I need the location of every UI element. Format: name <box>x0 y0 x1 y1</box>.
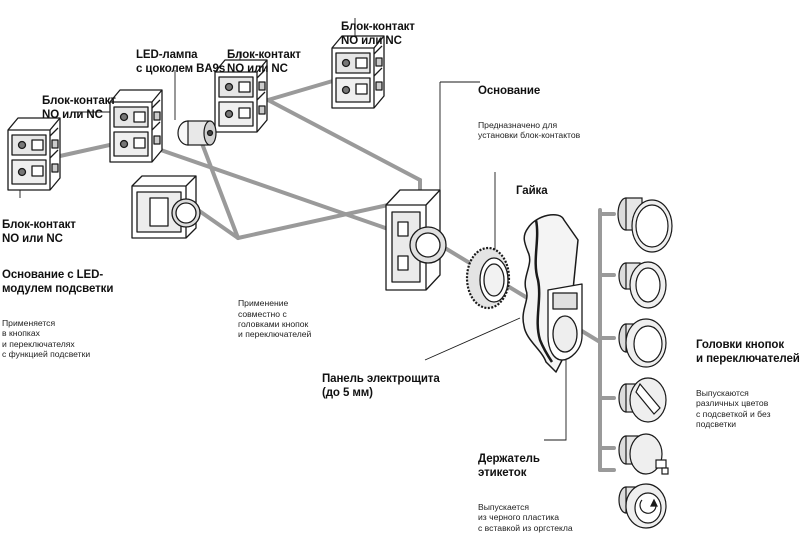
led-lamp-icon <box>177 120 217 146</box>
label-block-contact-left-top: Блок-контакт NO или NC <box>42 95 116 121</box>
flat-button-icon <box>618 318 667 368</box>
label-nut: Гайка <box>516 185 548 198</box>
round-button-icon <box>618 261 667 309</box>
emergency-stop-icon <box>618 483 667 529</box>
selector-switch-icon <box>618 377 667 423</box>
label-label-holder-desc: Выпускается из черного пластика с вставк… <box>478 501 573 533</box>
nut-icon <box>465 246 511 310</box>
label-base-title: Основание <box>478 85 541 98</box>
label-block-contact-top: Блок-контакт NO или NC <box>341 21 415 47</box>
label-led-lamp: LED-лампа с цоколем BA9s <box>136 49 226 75</box>
label-panel: Панель электрощита (до 5 мм) <box>322 373 440 399</box>
led-module-base-icon <box>131 175 201 239</box>
label-led-base-desc: Применяется в кнопках и переключателях с… <box>2 317 91 359</box>
label-heads-title: Головки кнопок и переключателей <box>696 339 800 365</box>
label-heads-desc: Выпускаются различных цветов с подсветко… <box>696 387 771 429</box>
mounting-base-icon <box>385 189 447 291</box>
label-holder-icon <box>547 283 583 361</box>
label-block-contact-left: Блок-контакт NO или NC <box>2 219 76 245</box>
contact-block-icon <box>109 89 163 163</box>
connector-lines <box>58 78 616 472</box>
label-block-contact-mid: Блок-контакт NO или NC <box>227 49 301 75</box>
label-label-holder-title: Держатель этикеток <box>478 453 540 479</box>
assembly-diagram <box>7 18 673 529</box>
label-led-base-title: Основание с LED- модулем подсветки <box>2 269 114 295</box>
key-switch-icon <box>618 433 669 475</box>
label-compatibility-desc: Применение совместно с головками кнопок … <box>238 298 312 340</box>
label-base-desc: Предназначено для установки блок-контакт… <box>478 120 581 141</box>
mushroom-button-icon <box>617 197 673 253</box>
